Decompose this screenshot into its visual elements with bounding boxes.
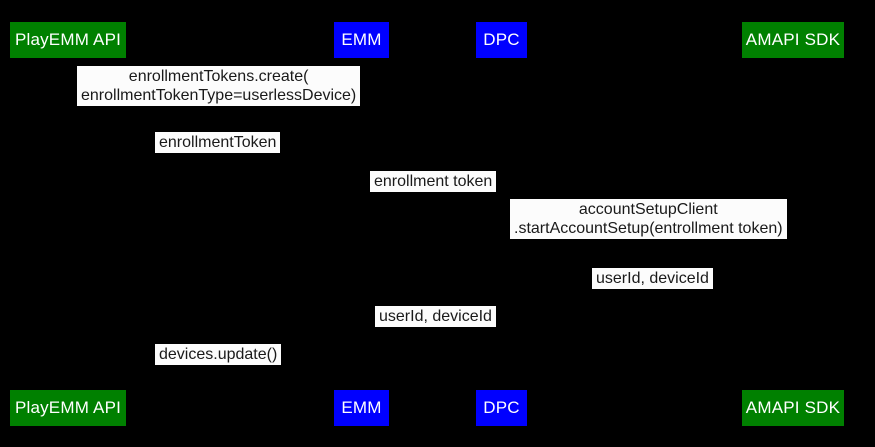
message-line: userId, deviceId xyxy=(596,270,709,287)
actor-emm-bottom: EMM xyxy=(334,390,389,426)
message-line: enrollmentTokens.create( xyxy=(128,68,309,85)
message-userid-deviceid-to-dpc: userId, deviceId xyxy=(592,268,713,289)
message-enrollment-tokens-create: enrollmentTokens.create( enrollmentToken… xyxy=(77,66,361,106)
actor-playemm-api-bottom: PlayEMM API xyxy=(10,390,126,426)
actor-amapi-sdk-top: AMAPI SDK xyxy=(742,22,844,58)
message-line: enrollmentTokenType=userlessDevice) xyxy=(81,87,357,104)
message-enrollment-token-to-dpc: enrollment token xyxy=(370,171,497,192)
actor-playemm-api-top: PlayEMM API xyxy=(10,22,126,58)
actor-emm-top: EMM xyxy=(334,22,389,58)
actor-label: EMM xyxy=(341,30,382,49)
message-devices-update: devices.update() xyxy=(155,344,282,365)
message-line: .startAccountSetup(entrollment token) xyxy=(514,220,783,237)
message-account-setup-client: accountSetupClient .startAccountSetup(en… xyxy=(510,199,787,239)
actor-label: AMAPI SDK xyxy=(745,398,841,417)
message-line: userId, deviceId xyxy=(379,308,492,325)
message-line: enrollment token xyxy=(374,173,493,190)
actor-label: DPC xyxy=(483,30,520,49)
actor-label: PlayEMM API xyxy=(14,398,122,417)
message-line: devices.update() xyxy=(159,346,278,363)
actor-label: EMM xyxy=(341,398,382,417)
actor-label: PlayEMM API xyxy=(14,30,122,49)
message-enrollment-token-return: enrollmentToken xyxy=(155,132,281,153)
actor-label: DPC xyxy=(483,398,520,417)
actor-amapi-sdk-bottom: AMAPI SDK xyxy=(742,390,844,426)
actor-dpc-top: DPC xyxy=(476,22,527,58)
actor-dpc-bottom: DPC xyxy=(476,390,527,426)
message-line: accountSetupClient xyxy=(578,201,718,218)
message-line: enrollmentToken xyxy=(159,134,277,151)
message-userid-deviceid-to-emm: userId, deviceId xyxy=(375,306,496,327)
actor-label: AMAPI SDK xyxy=(745,30,841,49)
